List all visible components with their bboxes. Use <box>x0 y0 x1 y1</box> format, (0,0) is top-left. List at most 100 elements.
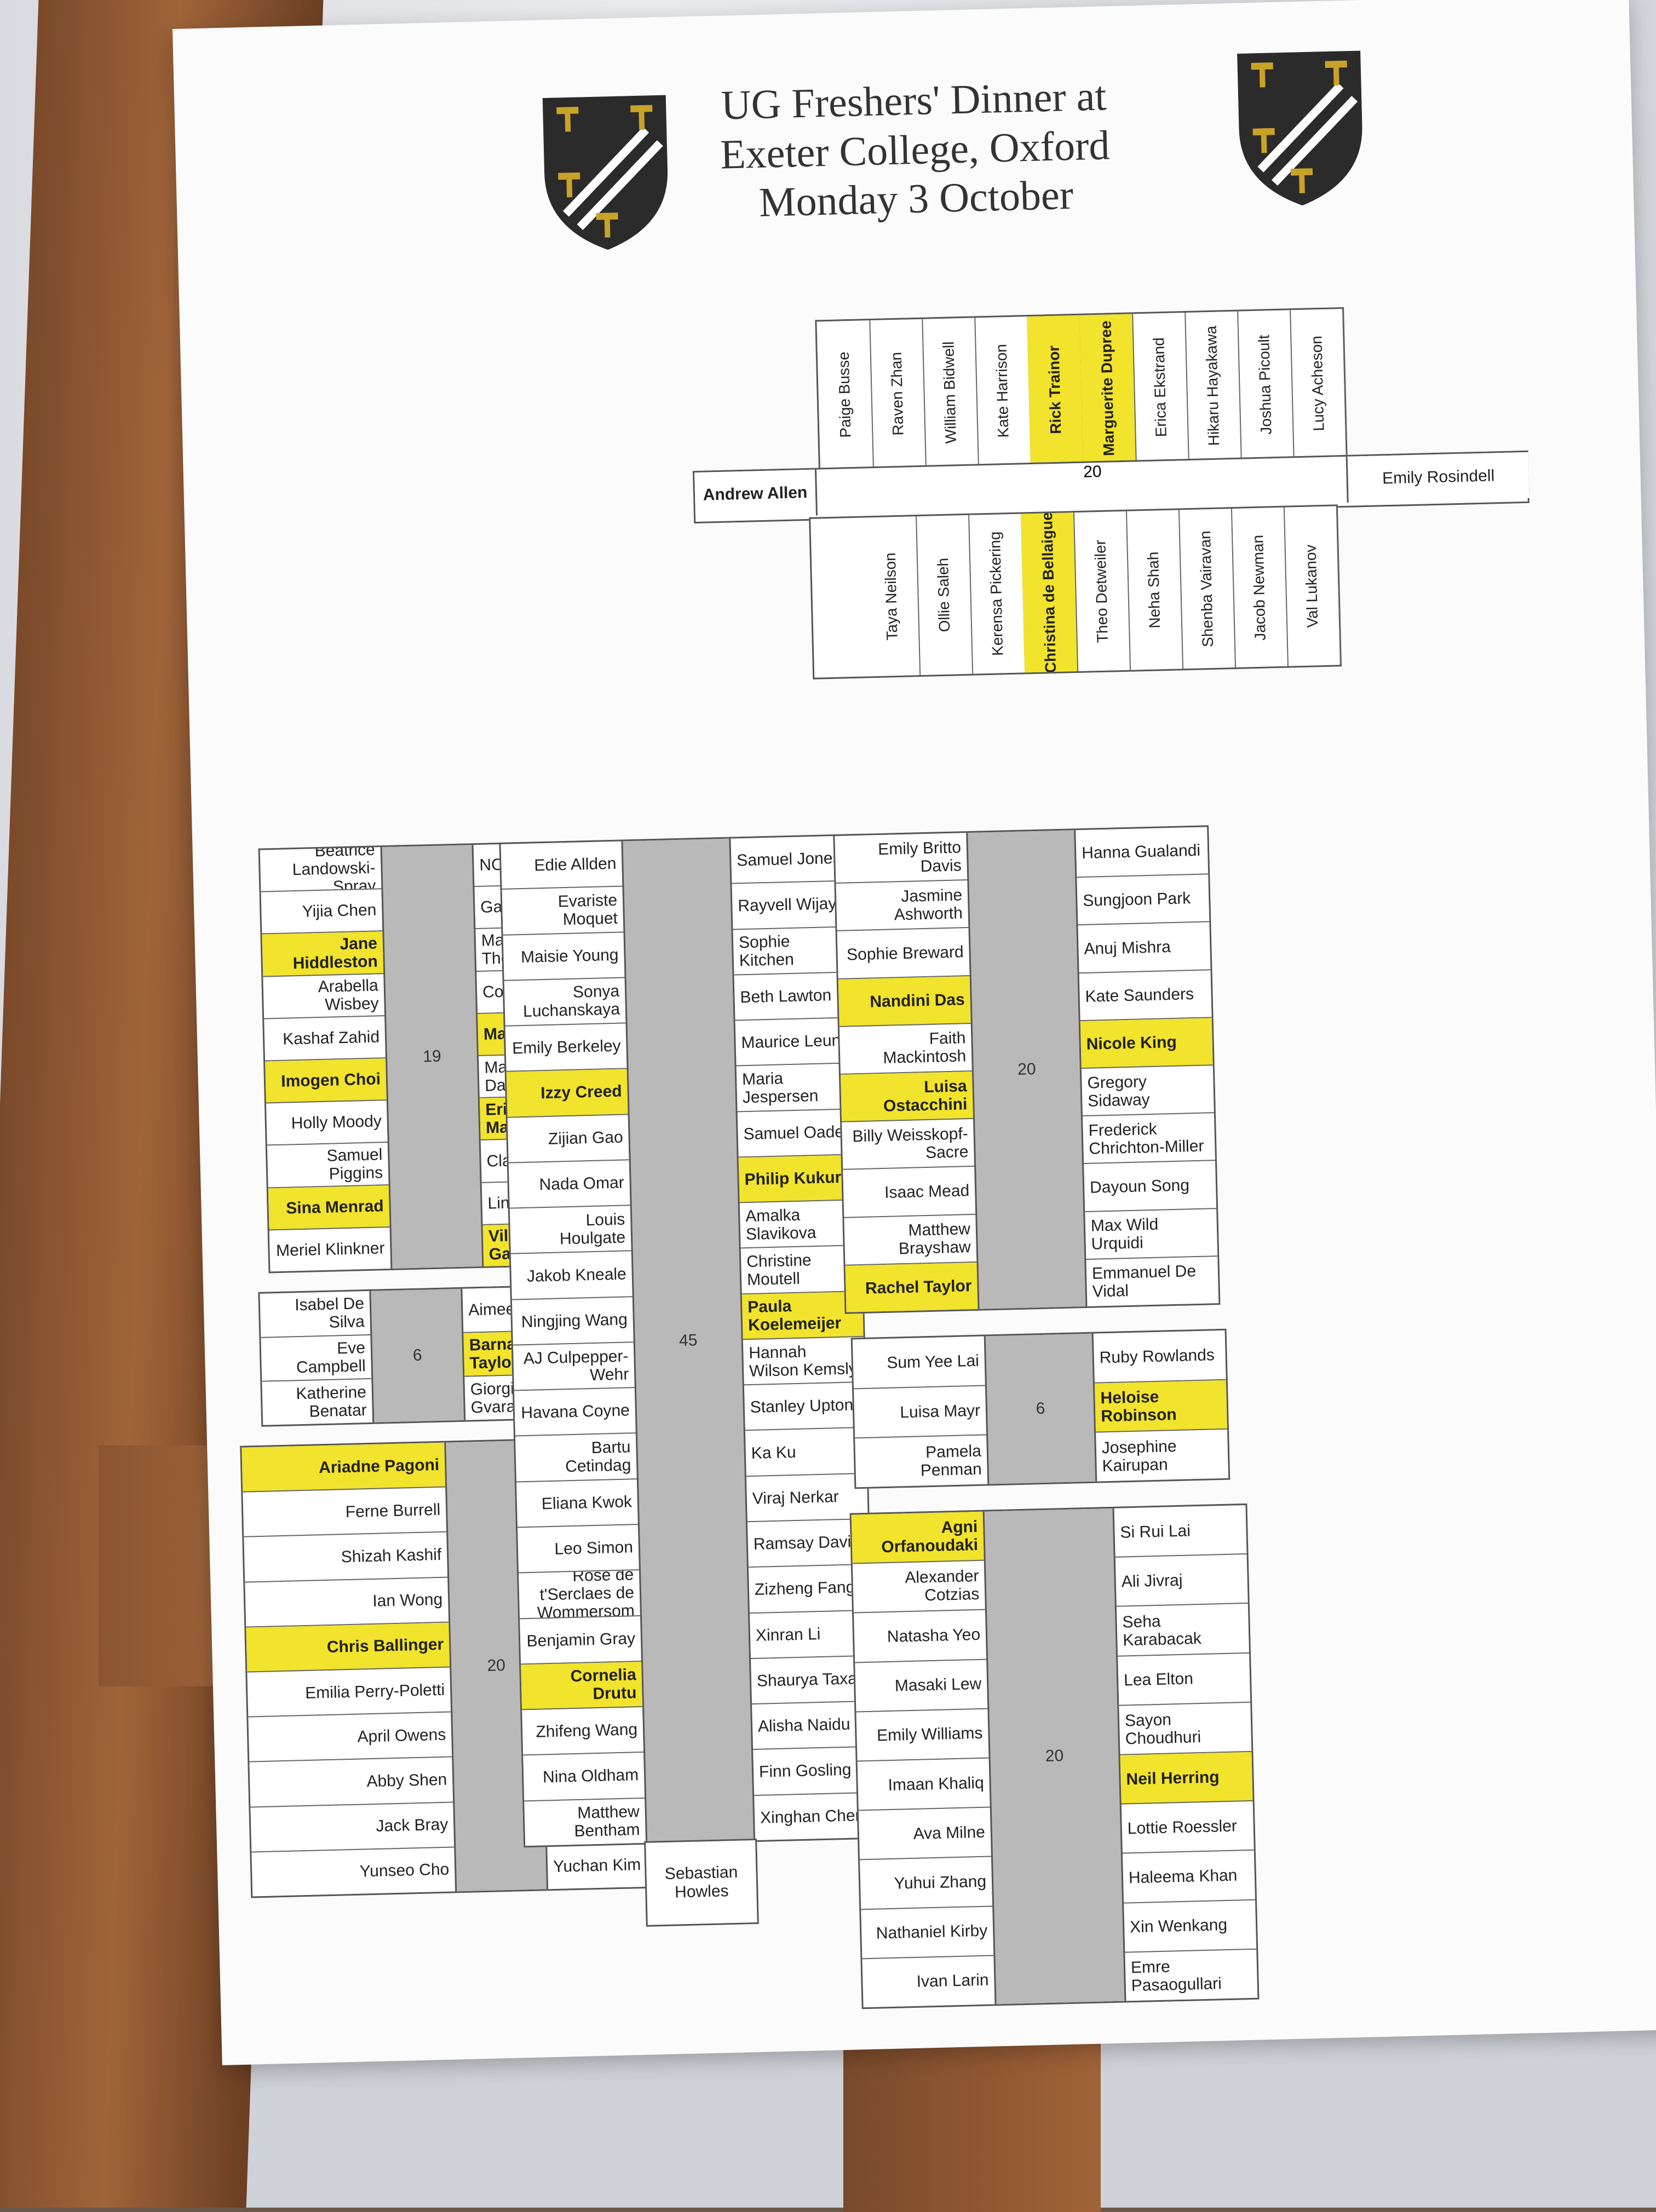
seat-name: Jane Hiddleston <box>262 931 384 977</box>
seat-name: Luisa Mayr <box>854 1386 987 1439</box>
college-crest-left <box>536 88 676 256</box>
seat-name: Isabel De Silva <box>260 1291 371 1338</box>
seat-name: Raven Zhan <box>887 352 907 436</box>
seat-name: Hikaru Hayakawa <box>1202 325 1223 446</box>
seat-name: Evariste Moquet <box>502 886 624 936</box>
seat-name: Kashaf Zahid <box>264 1016 386 1062</box>
seat-name: Faith Mackintosh <box>839 1023 972 1075</box>
seat-name: Sum Yee Lai <box>852 1336 985 1390</box>
seat-name: Christina de Bellaigue <box>1038 512 1060 673</box>
seat-name: Billy Weisskopf-Sacre <box>842 1119 975 1171</box>
seat-name: Zijian Gao <box>507 1114 629 1163</box>
seat-name: Shizah Kashif <box>244 1533 448 1583</box>
top-table-seat-lower: Christina de Bellaigue <box>1021 512 1079 673</box>
seat-name: Shenba Vairavan <box>1196 530 1217 647</box>
seat-name: Meriel Klinkner <box>275 1239 385 1260</box>
seat-name: Neil Herring <box>1120 1752 1253 1805</box>
seat-name: Sayon Choudhuri <box>1119 1702 1252 1755</box>
seat-name: Masaki Lew <box>855 1660 988 1713</box>
seat-name: Theo Detweiler <box>1091 539 1111 643</box>
seat-name: Samuel Piggins <box>267 1143 389 1189</box>
seat-name: Neha Shah <box>1144 551 1164 629</box>
seat-name: Nandini Das <box>838 976 971 1027</box>
crest-shield-icon <box>1237 50 1362 206</box>
seat-name: Nada Omar <box>508 1160 630 1209</box>
seat-name: Sina Menrad <box>268 1185 390 1231</box>
seat-name: Rick Trainor <box>1045 345 1065 435</box>
seat-name: Josephine Kairupan <box>1101 1437 1177 1476</box>
seat-name: Zhifeng Wang <box>522 1707 644 1756</box>
seat-name: Nicole King <box>1080 1018 1213 1069</box>
seat-name: Ollie Saleh <box>934 557 953 633</box>
seat-name: Chris Ballinger <box>246 1622 450 1673</box>
seat-name: Ningjing Wang <box>511 1297 634 1346</box>
top-table-seat-lower: Taya Neilson <box>863 516 921 677</box>
table-seat-count: 20 <box>966 830 1088 1309</box>
top-table-count: 20 <box>1083 462 1102 481</box>
seat-name: Rachel Taylor <box>845 1262 978 1312</box>
top-table-seat-upper: Raven Zhan <box>869 319 927 469</box>
top-table-seat-upper: Kate Harrison <box>974 316 1032 466</box>
seat-name: Joshua Picoult <box>1255 335 1275 435</box>
seat-name: William Bidwell <box>940 341 959 444</box>
seat-name: Jack Bray <box>250 1802 455 1853</box>
seat-name: Xin Wenkang <box>1124 1900 1257 1953</box>
seat-name: Natasha Yeo <box>854 1610 987 1663</box>
top-table-seat-upper: Hikaru Hayakawa <box>1185 311 1242 460</box>
seat-name: Jakob Kneale <box>510 1251 633 1300</box>
seat-name: Kerensa Pickering <box>986 531 1007 656</box>
seat-name: Ian Wong <box>245 1577 449 1628</box>
seat-name: Si Rui Lai <box>1114 1505 1247 1558</box>
seat-name: Max Wild Urquidi <box>1085 1208 1218 1260</box>
seat-name: Kate Saunders <box>1079 970 1212 1021</box>
seat-name: Eve Campbell <box>261 1335 372 1382</box>
seat-name: Imaan Khaliq <box>857 1758 990 1811</box>
seat-name: Kate Harrison <box>992 344 1012 439</box>
seat-name: Benjamin Gray <box>520 1616 642 1665</box>
seat-name: Arabella Wisbey <box>263 973 385 1019</box>
seat-name: April Owens <box>248 1712 452 1762</box>
top-table-seat-upper: Erica Ekstrand <box>1132 313 1189 462</box>
seat-name: Yijia Chen <box>261 889 383 935</box>
top-table-lower: Taya Neilson Ollie Saleh Kerensa Pickering… <box>809 504 1342 679</box>
seat-name: Edie Allden <box>501 841 623 890</box>
seat-name: Pamela Penman <box>920 1442 982 1480</box>
top-table-seat-lower: Val Lukanov <box>1283 506 1341 666</box>
seat-name: Yuhui Zhang <box>860 1857 993 1910</box>
top-table-seat-upper: Lucy Acheson <box>1290 308 1347 458</box>
poster-title: UG Freshers' Dinner at Exeter College, O… <box>689 71 1141 229</box>
table-foot-seat: Sebastian Howles <box>644 1838 759 1927</box>
seat-name: Ariadne Pagoni <box>242 1442 446 1493</box>
seat-name: Erica Ekstrand <box>1150 337 1170 437</box>
seat-name: Matthew Brayshaw <box>844 1214 977 1266</box>
top-table-seat-upper: Joshua Picoult <box>1237 310 1295 459</box>
seat-name: Abby Shen <box>249 1757 453 1808</box>
seat-name: Ava Milne <box>858 1807 991 1860</box>
crest-shield-icon <box>542 95 668 250</box>
seat-name: Isaac Mead <box>843 1167 976 1218</box>
top-table-seat-lower: Theo Detweiler <box>1073 511 1131 672</box>
seat-name: Taya Neilson <box>881 552 901 641</box>
seat-name: Ferne Burrell <box>243 1487 447 1538</box>
table-seat-count: 6 <box>984 1333 1097 1484</box>
seat-name: Ivan Larin <box>916 1971 989 1991</box>
seat-name: Hanna Gualandi <box>1076 827 1209 878</box>
title-line-3: Monday 3 October <box>758 172 1074 226</box>
table-seat-count: 6 <box>369 1288 466 1422</box>
top-table-seat-lower: Kerensa Pickering <box>968 514 1026 674</box>
seat-name: Katherine Benatar <box>296 1382 367 1421</box>
seat-name: Emily Britto Davis <box>835 833 968 884</box>
seat-name: Holly Moody <box>266 1101 388 1146</box>
top-table-seat-upper: Marguerite Dupree <box>1079 314 1137 463</box>
table-seat-count: 19 <box>380 845 484 1269</box>
seat-name: AJ Culpepper-Wehr <box>513 1343 635 1391</box>
seat-name: Ali Jivraj <box>1115 1554 1248 1608</box>
seat-name: Dayoun Song <box>1084 1161 1217 1212</box>
